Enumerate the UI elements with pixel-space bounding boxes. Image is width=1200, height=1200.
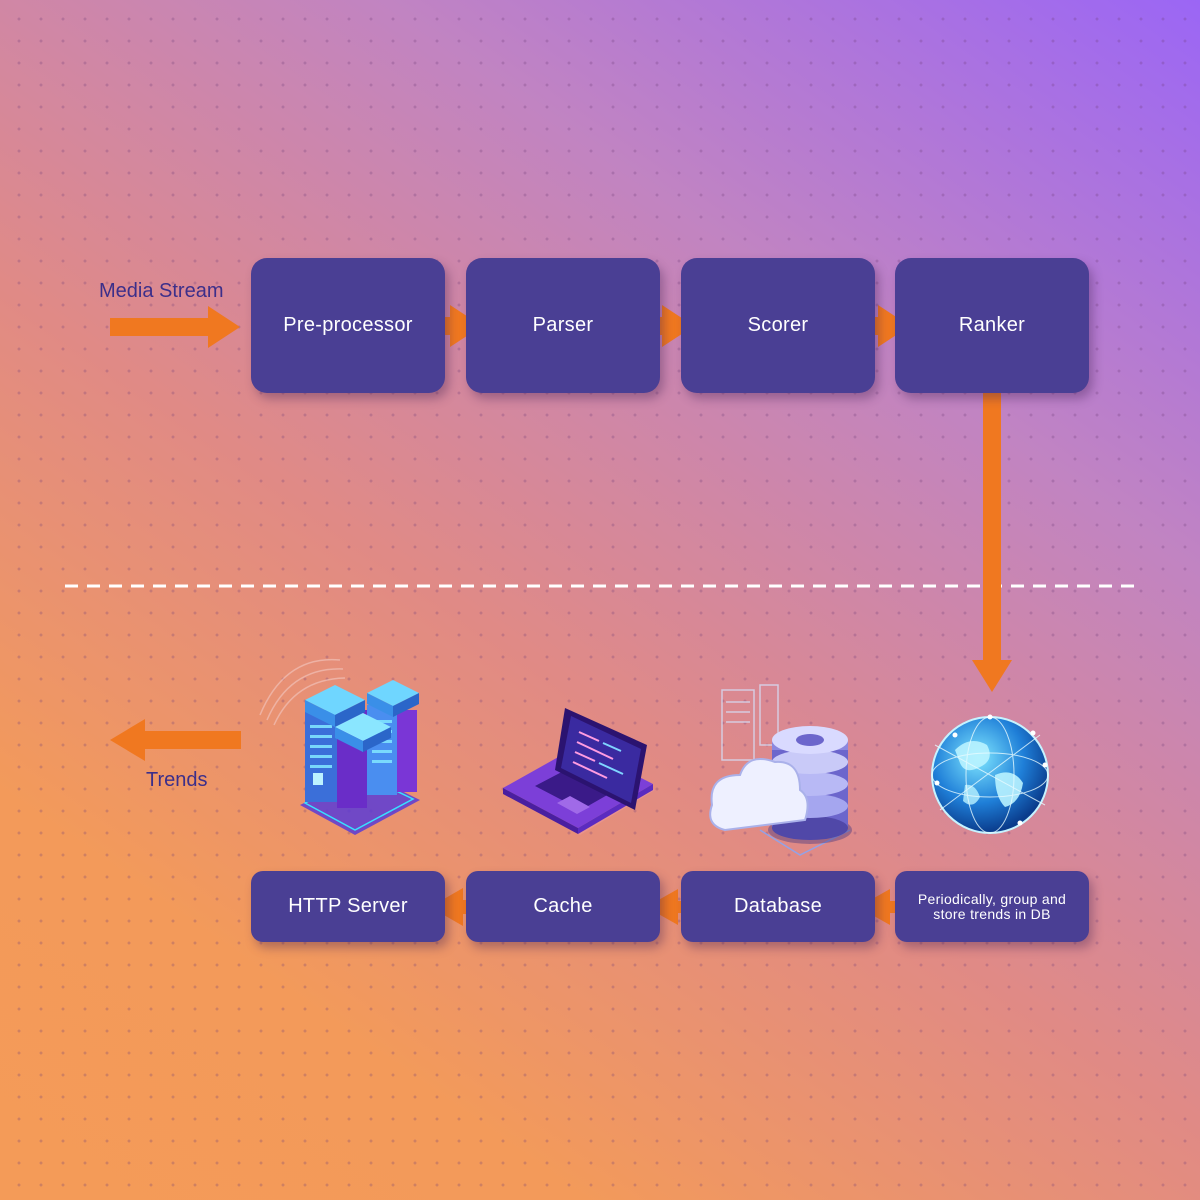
ranker-label: Ranker bbox=[958, 314, 1026, 336]
cloud-database-icon bbox=[709, 684, 852, 856]
cache-label: Cache bbox=[533, 895, 593, 917]
arrow-scorer-ranker bbox=[862, 305, 910, 347]
scorer-box: Scorer bbox=[681, 258, 875, 393]
server-rack-icon bbox=[259, 658, 420, 835]
arrow-aggregate-database bbox=[858, 889, 905, 925]
aggregate-label: Periodically, group and store trends in … bbox=[917, 890, 1067, 922]
laptop-icon bbox=[503, 708, 655, 835]
arrow-ranker-down bbox=[972, 380, 1012, 692]
http-server-box: HTTP Server bbox=[251, 871, 445, 942]
aggregate-box: Periodically, group and store trends in … bbox=[895, 871, 1089, 942]
cache-box: Cache bbox=[466, 871, 660, 942]
parser-label: Parser bbox=[532, 314, 594, 336]
globe-icon bbox=[931, 714, 1049, 834]
scorer-label: Scorer bbox=[747, 314, 809, 336]
trends-arrow bbox=[110, 719, 241, 761]
http-server-label: HTTP Server bbox=[288, 895, 408, 917]
arrow-parser-scorer bbox=[645, 305, 694, 347]
arrow-preprocessor-parser bbox=[432, 305, 482, 347]
database-label: Database bbox=[733, 895, 822, 917]
database-box: Database bbox=[681, 871, 875, 942]
parser-box: Parser bbox=[466, 258, 660, 393]
preprocessor-box: Pre-processor bbox=[251, 258, 445, 393]
trends-label: Trends bbox=[146, 769, 208, 791]
arrow-database-cache bbox=[646, 889, 693, 925]
preprocessor-label: Pre-processor bbox=[283, 314, 413, 336]
arrow-cache-http bbox=[430, 888, 478, 926]
media-stream-arrow bbox=[110, 306, 240, 348]
ranker-box: Ranker bbox=[895, 258, 1089, 393]
media-stream-label: Media Stream bbox=[99, 280, 224, 302]
